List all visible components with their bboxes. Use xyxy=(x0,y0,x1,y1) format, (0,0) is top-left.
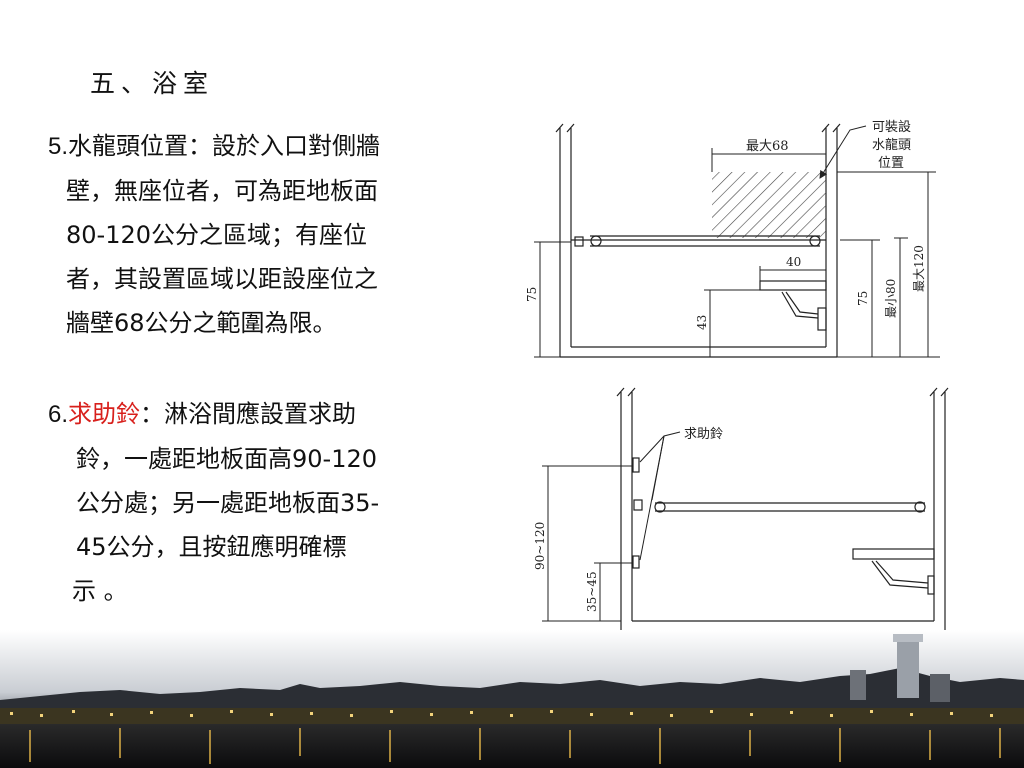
section-6-text: 6.求助鈴：淋浴間應設置求助 鈴，一處距地板面高90-120 公分處；另一處距地… xyxy=(48,392,488,613)
faucet-position-diagram xyxy=(555,123,841,358)
section-5-line-5: 牆壁68公分之範圍為限。 xyxy=(66,309,337,337)
section-6-line-4: 45公分，且按鈕應明確標 xyxy=(76,533,347,561)
section-5-number: 5. xyxy=(48,133,69,160)
slide-title: 五、浴室 xyxy=(90,69,215,98)
shower-diagrams: 可裝設 水龍頭 位置 最大68 40 75 43 75 最小80 最大120 xyxy=(525,119,949,633)
section-6-line-3: 公分處；另一處距地板面35- xyxy=(76,489,380,517)
callout-line-2: 水龍頭 xyxy=(872,137,911,153)
label-90-120: 90~120 xyxy=(533,522,547,570)
section-5-line-4: 者，其設置區域以距設座位之 xyxy=(66,265,378,293)
top-dimension-labels: 可裝設 水龍頭 位置 最大68 40 75 43 75 最小80 最大120 xyxy=(525,119,926,330)
faucet-zone-hatch xyxy=(712,172,826,238)
bell-buttons xyxy=(632,457,640,569)
section-5-line-1-text: 水龍頭位置：設於入口對側牆 xyxy=(68,132,381,160)
label-max120: 最大120 xyxy=(912,245,926,292)
label-43: 43 xyxy=(695,315,709,330)
bottom-dimensions xyxy=(542,431,681,622)
label-75-left: 75 xyxy=(525,287,539,302)
label-max68: 最大68 xyxy=(746,139,789,154)
night-skyline-footer xyxy=(0,630,1024,768)
callout-line-1: 可裝設 xyxy=(872,119,911,135)
bottom-dimension-labels: 求助鈴 90~120 35~45 xyxy=(533,427,723,612)
grab-bar-top xyxy=(571,235,826,247)
section-6-highlight: 求助鈴 xyxy=(68,400,141,428)
section-6-line-1: 6.求助鈴：淋浴間應設置求助 xyxy=(48,392,488,437)
label-40: 40 xyxy=(786,255,801,269)
section-5-text: 5.水龍頭位置：設於入口對側牆 壁，無座位者，可為距地板面 80-120公分之區… xyxy=(48,124,488,345)
section-6-line-5: 示 。 xyxy=(72,577,128,605)
bell-button-upper xyxy=(632,457,640,473)
call-bell-diagram xyxy=(616,387,949,633)
label-min80: 最小80 xyxy=(884,279,898,318)
label-75-right: 75 xyxy=(856,291,870,306)
label-35-45: 35~45 xyxy=(585,571,599,612)
section-6-line-1-text: ：淋浴間應設置求助 xyxy=(140,400,357,428)
top-dimensions xyxy=(534,125,940,358)
section-5-line-2: 壁，無座位者，可為距地板面 xyxy=(66,177,378,205)
section-6-line-2: 鈴，一處距地板面高90-120 xyxy=(76,445,378,473)
tower-silhouette xyxy=(897,638,919,698)
section-5-line-3: 80-120公分之區域；有座位 xyxy=(66,221,368,249)
bell-button-lower xyxy=(632,555,640,569)
section-5-line-1: 5.水龍頭位置：設於入口對側牆 xyxy=(48,124,488,169)
seat-top xyxy=(759,280,827,331)
callout-line-3: 位置 xyxy=(878,156,904,171)
grab-bar-bottom xyxy=(633,499,926,513)
seat-bottom xyxy=(852,548,935,595)
section-6-number: 6. xyxy=(48,401,69,428)
callout-call-bell: 求助鈴 xyxy=(684,427,723,442)
